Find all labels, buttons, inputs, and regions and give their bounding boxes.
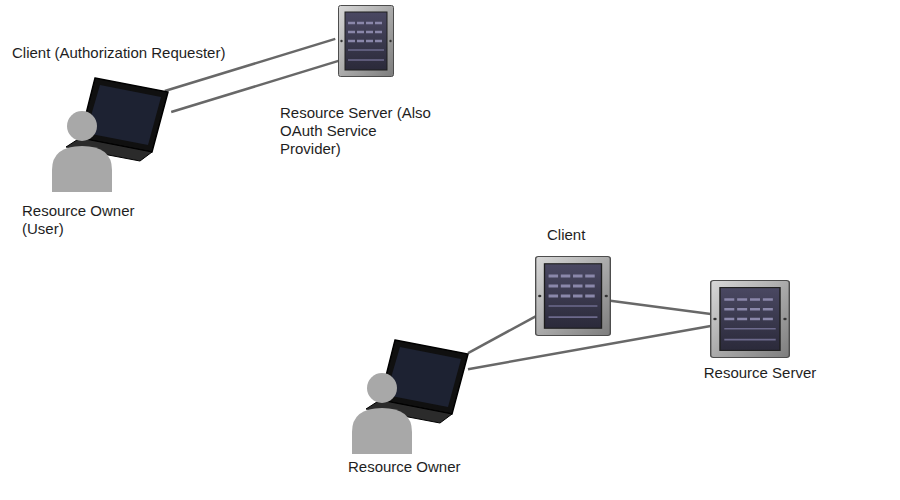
- user-body: [52, 146, 112, 192]
- user-icon: [352, 373, 412, 454]
- icon-node: Client: [530, 226, 620, 338]
- node-label: Resource Server: [624, 364, 896, 382]
- node-label: Resource Server (Also OAuth Service Prov…: [280, 104, 440, 158]
- cloud-shape: [624, 250, 896, 418]
- user-head: [67, 111, 97, 141]
- cloud-outline: [262, 32, 511, 183]
- cloud-outline: [638, 269, 887, 413]
- server-icon: [536, 257, 611, 336]
- icon-node: Client (Authorization Requester) Resource…: [10, 44, 260, 244]
- connector-line: [468, 316, 536, 353]
- node-label: Resource Owner (User): [22, 202, 152, 238]
- cloud-node: Resource Server (Also OAuth Service Prov…: [248, 12, 520, 188]
- connector-line: [610, 301, 710, 314]
- cloud-shape: [248, 12, 520, 188]
- laptop-icon: [366, 340, 468, 423]
- user-head: [367, 373, 397, 403]
- server-icon: [711, 281, 790, 358]
- laptop-icon: [66, 78, 168, 161]
- node-label: Client: [547, 226, 617, 244]
- laptop-display: [386, 347, 461, 407]
- server-icon: [339, 6, 394, 77]
- node-label: Resource Owner: [348, 458, 488, 476]
- icon-node: Resource Owner: [340, 345, 490, 485]
- user-body: [352, 408, 412, 454]
- laptop-base: [366, 400, 452, 423]
- node-label: Client (Authorization Requester): [12, 44, 258, 62]
- laptop-screen: [380, 340, 468, 414]
- laptop-display: [86, 85, 161, 145]
- laptop-screen: [80, 78, 168, 152]
- cloud-node: Resource Server: [624, 250, 896, 418]
- laptop-base: [66, 138, 152, 161]
- connector-line: [468, 326, 711, 369]
- user-icon: [52, 111, 112, 192]
